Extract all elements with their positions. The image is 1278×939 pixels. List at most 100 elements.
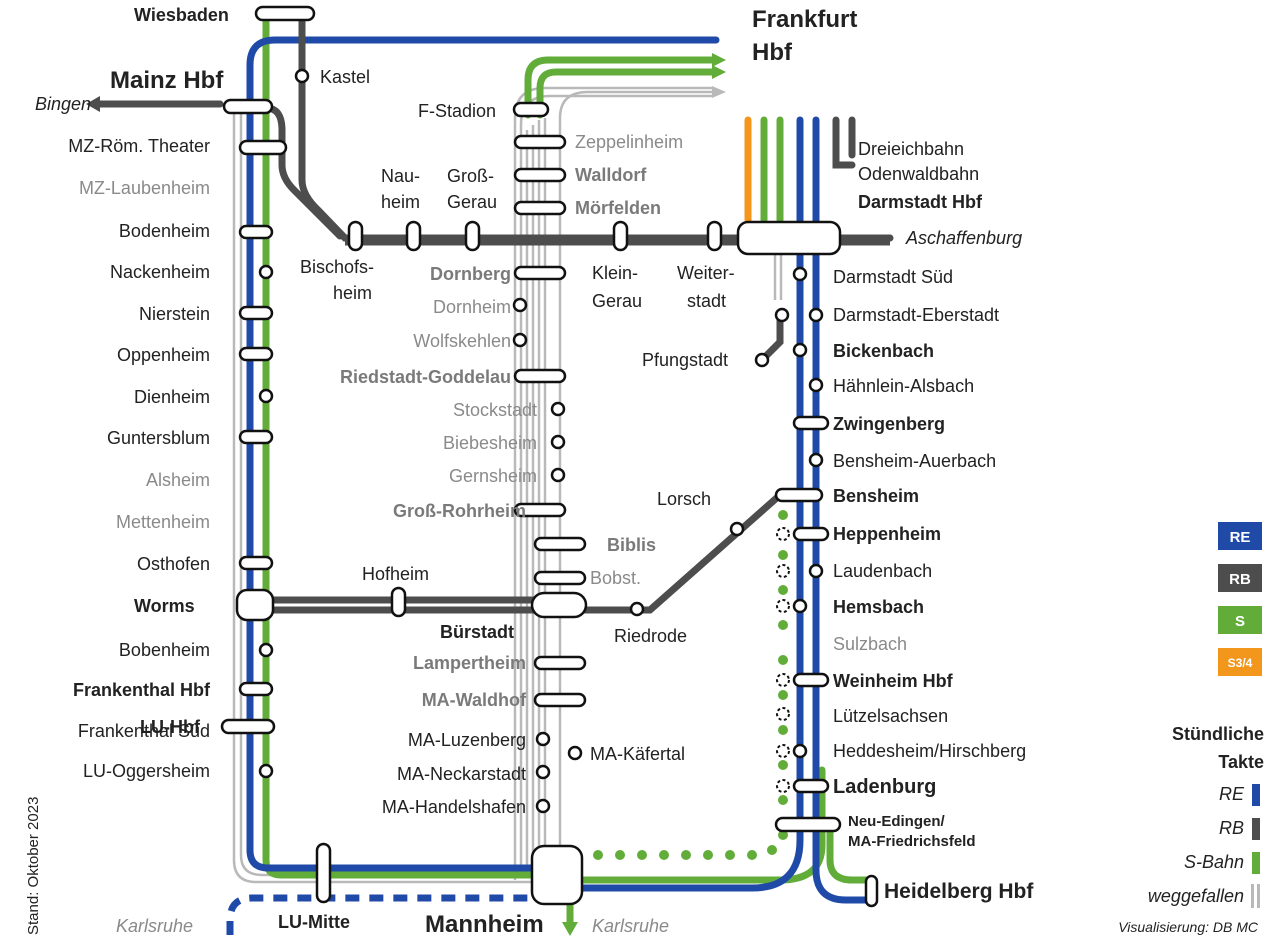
credit-text: Visualisierung: DB MC: [1118, 919, 1259, 935]
legend-badge-s-text: S: [1235, 613, 1245, 630]
label-lampertheim: Lampertheim: [413, 653, 526, 673]
label-heidelberg: Heidelberg Hbf: [884, 880, 1034, 903]
label-haehnlein: Hähnlein-Alsbach: [833, 376, 974, 396]
label-klein-gerau-1: Klein-: [592, 263, 638, 283]
label-bingen: Bingen: [35, 94, 91, 114]
label-ma-waldhof: MA-Waldhof: [422, 690, 527, 710]
label-heddesheim: Heddesheim/Hirschberg: [833, 741, 1026, 761]
label-frankenthal-hbf: Frankenthal Hbf: [73, 680, 211, 700]
label-nierstein: Nierstein: [139, 304, 210, 324]
label-ladenburg: Ladenburg: [833, 776, 936, 798]
stand-text: Stand: Oktober 2023: [25, 797, 42, 935]
legend-swatch-re: [1252, 784, 1260, 806]
label-guntersblum: Guntersblum: [107, 428, 210, 448]
label-gross-gerau-1: Groß-: [447, 166, 494, 186]
label-zwingenberg: Zwingenberg: [833, 414, 945, 434]
label-ma-neckarstadt: MA-Neckarstadt: [397, 764, 526, 784]
label-osthofen: Osthofen: [137, 554, 210, 574]
label-f-stadion: F-Stadion: [418, 101, 496, 121]
label-dienheim: Dienheim: [134, 387, 210, 407]
label-mettenheim: Mettenheim: [116, 512, 210, 532]
label-luetzelsachsen: Lützelsachsen: [833, 706, 948, 726]
legend-item-rb: RB: [1219, 818, 1244, 838]
legend-item-gone: weggefallen: [1148, 886, 1244, 906]
label-aschaffenburg: Aschaffenburg: [905, 228, 1022, 248]
legend-badge-re: [1218, 522, 1262, 550]
label-bensheim-auerbach: Bensheim-Auerbach: [833, 451, 996, 471]
label-gross-rohrheim: Groß-Rohrheim: [393, 501, 526, 521]
label-darmstadt-hbf: Darmstadt Hbf: [858, 192, 983, 212]
label-oppenheim: Oppenheim: [117, 345, 210, 365]
labels-destinations: Bingen Aschaffenburg Karlsruhe Karlsruhe…: [35, 94, 1022, 936]
labels-north: Kastel F-Stadion Zeppelinheim Walldorf M…: [300, 67, 735, 370]
label-alsheim: Alsheim: [146, 470, 210, 490]
label-heppenheim: Heppenheim: [833, 524, 941, 544]
s-bahn-lines: [262, 16, 870, 929]
label-neu-edingen-1: Neu-Edingen/: [848, 813, 945, 830]
labels-central-right: Biblis Bobst. Hofheim MA-Käfertal Riedro…: [362, 489, 711, 764]
label-biblis: Biblis: [607, 535, 656, 555]
label-mz-roem-theater: MZ-Röm. Theater: [68, 136, 210, 156]
label-bobstadt: Bobst.: [590, 568, 641, 588]
re-lines: [246, 36, 870, 904]
labels-west: MZ-Röm. Theater MZ-Laubenheim Bodenheim …: [68, 136, 211, 781]
label-riedstadt: Riedstadt-Goddelau: [340, 367, 511, 387]
label-weiterstadt-2: stadt: [687, 291, 726, 311]
label-lu-oggersheim: LU-Oggersheim: [83, 761, 210, 781]
label-walldorf: Walldorf: [575, 165, 647, 185]
s-bahn-dotted: [593, 510, 788, 860]
label-karlsruhe-right: Karlsruhe: [592, 916, 669, 936]
label-ma-luzenberg: MA-Luzenberg: [408, 730, 526, 750]
label-mainz-hbf: Mainz Hbf: [110, 67, 224, 94]
label-frankfurt-1: Frankfurt: [752, 6, 857, 33]
label-mz-laubenheim: MZ-Laubenheim: [79, 178, 210, 198]
label-darmstadt-eberstadt: Darmstadt-Eberstadt: [833, 305, 999, 325]
label-riedrode: Riedrode: [614, 626, 687, 646]
legend-item-re: RE: [1219, 784, 1245, 804]
label-mannheim: Mannheim: [425, 911, 544, 938]
label-nauheim-2: heim: [381, 192, 420, 212]
legend-item-s: S-Bahn: [1184, 852, 1244, 872]
label-pfungstadt: Pfungstadt: [642, 350, 728, 370]
legend-swatch-rb: [1252, 818, 1260, 840]
label-hofheim: Hofheim: [362, 564, 429, 584]
legend-title-2: Takte: [1218, 752, 1264, 772]
label-moerfelden: Mörfelden: [575, 198, 661, 218]
label-lu-mitte: LU-Mitte: [278, 912, 350, 932]
former-s-stops: [776, 527, 790, 793]
label-gernsheim: Gernsheim: [449, 466, 537, 486]
legend: RE RB S S3/4 Stündliche Takte RE RB S-Ba…: [1148, 522, 1264, 908]
label-sulzbach: Sulzbach: [833, 634, 907, 654]
label-wiesbaden: Wiesbaden: [134, 5, 229, 25]
label-dornberg: Dornberg: [430, 264, 511, 284]
label-darmstadt-sued: Darmstadt Süd: [833, 267, 953, 287]
legend-title-1: Stündliche: [1172, 724, 1264, 744]
legend-badge-re-text: RE: [1230, 529, 1251, 546]
label-kastel: Kastel: [320, 67, 370, 87]
legend-badge-rb: [1218, 564, 1262, 592]
label-worms: Worms: [134, 596, 195, 616]
label-weiterstadt-1: Weiter-: [677, 263, 735, 283]
legend-badge-rb-text: RB: [1229, 571, 1251, 588]
labels-hubs: Wiesbaden Frankfurt Hbf Mainz Hbf Darmst…: [110, 5, 1034, 938]
label-karlsruhe-left: Karlsruhe: [116, 916, 193, 936]
legend-badge-s34: [1218, 648, 1262, 676]
label-wolfskehlen: Wolfskehlen: [413, 331, 511, 351]
label-klein-gerau-2: Gerau: [592, 291, 642, 311]
legend-swatch-s: [1252, 852, 1260, 874]
label-buerstadt: Bürstadt: [440, 622, 514, 642]
label-bischofsheim-1: Bischofs-: [300, 257, 374, 277]
label-stockstadt: Stockstadt: [453, 400, 537, 420]
legend-badge-s34-text: S3/4: [1228, 656, 1253, 670]
label-biebesheim: Biebesheim: [443, 433, 537, 453]
label-hemsbach: Hemsbach: [833, 597, 924, 617]
label-bickenbach: Bickenbach: [833, 341, 934, 361]
label-dornheim: Dornheim: [433, 297, 511, 317]
re-dashed-karlsruhe: [226, 894, 532, 935]
label-bischofsheim-2: heim: [333, 283, 372, 303]
labels-east: Darmstadt Süd Darmstadt-Eberstadt Bicken…: [833, 267, 1026, 850]
label-dreieichbahn: Dreieichbahn: [858, 139, 964, 159]
label-frankfurt-2: Hbf: [752, 39, 793, 66]
label-bodenheim: Bodenheim: [119, 221, 210, 241]
